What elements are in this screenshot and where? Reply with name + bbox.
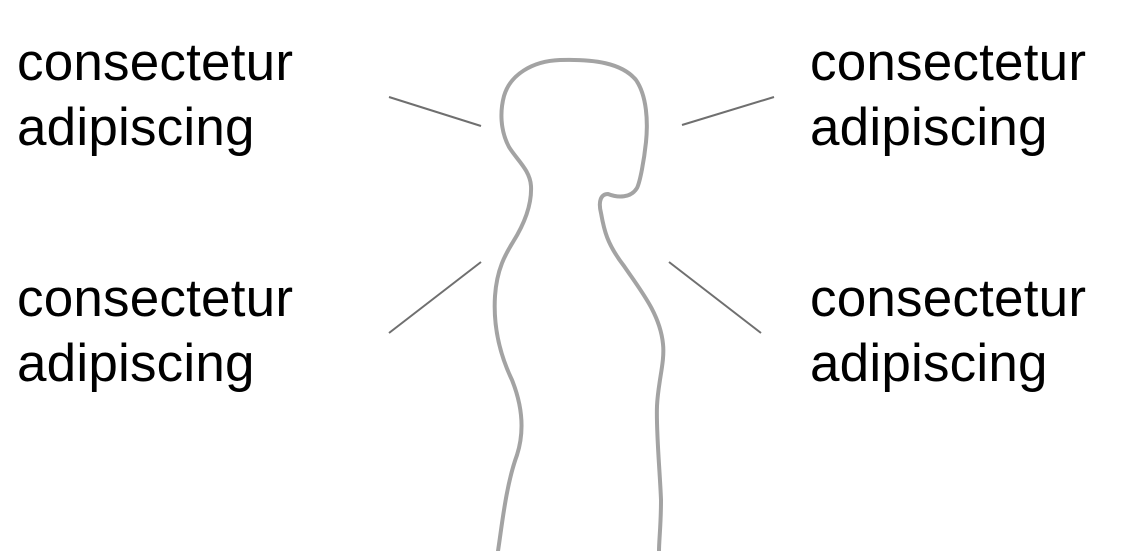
human-silhouette-icon (495, 60, 664, 551)
leader-line-bottom-right (669, 262, 761, 333)
leader-line-top-left (389, 97, 481, 126)
leader-line-top-right (682, 97, 774, 125)
leader-line-bottom-left (389, 262, 481, 333)
